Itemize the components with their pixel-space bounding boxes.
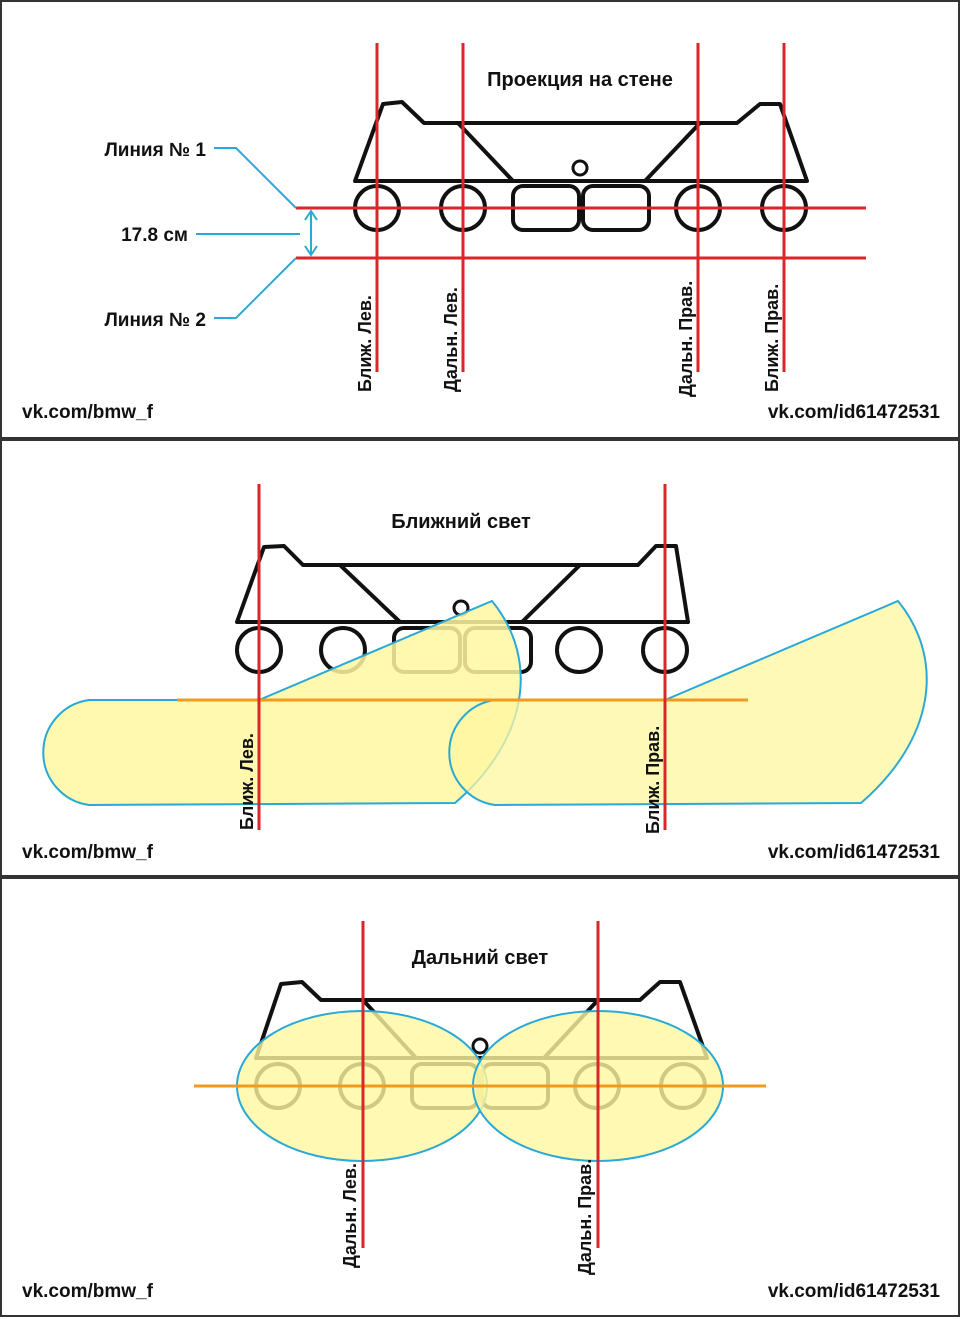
headlight-icon <box>555 626 603 674</box>
line-2-label: Линия № 2 <box>104 310 206 331</box>
v-label-far-right: Дальн. Прав. <box>676 281 696 397</box>
v-label-far-left: Дальн. Лев. <box>340 1163 360 1268</box>
projection-lines <box>361 921 600 1248</box>
low-beam-right <box>448 599 928 807</box>
panel-2: Ближний свет Ближ. Лев. Ближ. Прав. vk.c… <box>22 484 940 863</box>
projection-lines <box>296 43 866 372</box>
distance-label: 17.8 см <box>121 225 188 246</box>
panel-2-title: Ближний свет <box>391 511 531 533</box>
v-label-near-right: Ближ. Прав. <box>643 726 663 834</box>
footer-left: vk.com/bmw_f <box>22 402 154 423</box>
footer-left: vk.com/bmw_f <box>22 1281 154 1302</box>
v-label-near-right: Ближ. Прав. <box>762 284 782 392</box>
v-label-near-left: Ближ. Лев. <box>355 295 375 392</box>
callout-lines <box>196 147 318 319</box>
panel-3: Дальний свет Дальн. Лев. Дальн. Прав. vk… <box>22 921 940 1302</box>
panel-3-title: Дальний свет <box>412 947 549 969</box>
projection-lines <box>257 484 667 830</box>
panel-1-title: Проекция на стене <box>487 69 673 91</box>
line-1-label: Линия № 1 <box>104 140 206 161</box>
footer-right: vk.com/id61472531 <box>768 842 941 863</box>
footer-right: vk.com/id61472531 <box>768 402 941 423</box>
low-beam-left <box>42 599 522 807</box>
v-label-near-left: Ближ. Лев. <box>237 733 257 830</box>
footer-right: vk.com/id61472531 <box>768 1281 941 1302</box>
panel-1: Проекция на стене Линия № 1 17.8 см Лини… <box>22 43 940 423</box>
footer-left: vk.com/bmw_f <box>22 842 154 863</box>
v-label-far-left: Дальн. Лев. <box>441 287 461 392</box>
v-label-far-right: Дальн. Прав. <box>575 1159 595 1275</box>
